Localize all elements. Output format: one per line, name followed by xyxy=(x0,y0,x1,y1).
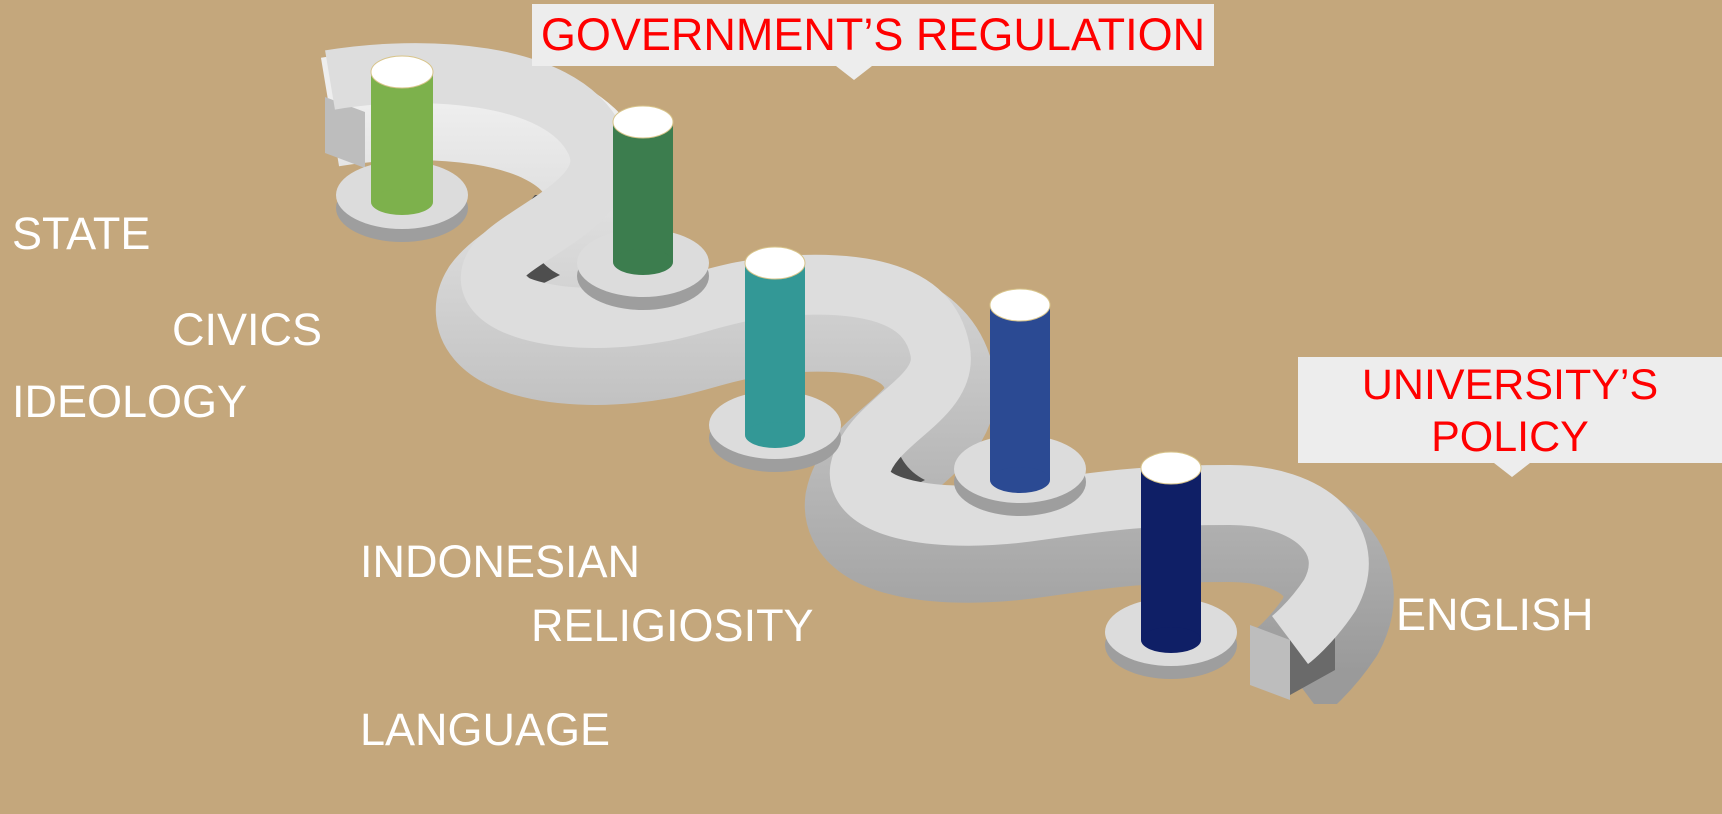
curriculum-road-diagram xyxy=(320,43,1394,704)
callout-tail xyxy=(1494,463,1530,477)
pillar-english xyxy=(1140,451,1202,653)
label-religiosity: RELIGIOSITY xyxy=(531,600,814,651)
label-state-ideology-line2: IDEOLOGY xyxy=(12,376,248,427)
callout-tail xyxy=(836,66,872,80)
government-regulation-text: GOVERNMENT’S REGULATION xyxy=(540,9,1206,60)
university-policy-line1: UNIVERSITY’S xyxy=(1361,361,1659,409)
road-top xyxy=(325,43,1369,664)
label-civics: CIVICS xyxy=(172,304,323,355)
pillars xyxy=(370,55,1202,653)
label-english: ENGLISH xyxy=(1396,589,1594,640)
university-policy-callout: UNIVERSITY’S POLICY xyxy=(1298,357,1722,477)
label-indonesian-line2: LANGUAGE xyxy=(360,704,611,755)
pillar-indonesian-language xyxy=(744,246,806,448)
pillar-state-ideology xyxy=(370,55,434,215)
label-state-ideology: STATE IDEOLOGY xyxy=(12,94,247,486)
label-indonesian-line1: INDONESIAN xyxy=(360,536,641,587)
university-policy-line2: POLICY xyxy=(1431,413,1589,461)
label-state-ideology-line1: STATE xyxy=(12,208,151,259)
pillar-religiosity xyxy=(989,288,1051,493)
pillar-civics xyxy=(612,105,674,275)
government-regulation-callout: GOVERNMENT’S REGULATION xyxy=(532,4,1214,80)
